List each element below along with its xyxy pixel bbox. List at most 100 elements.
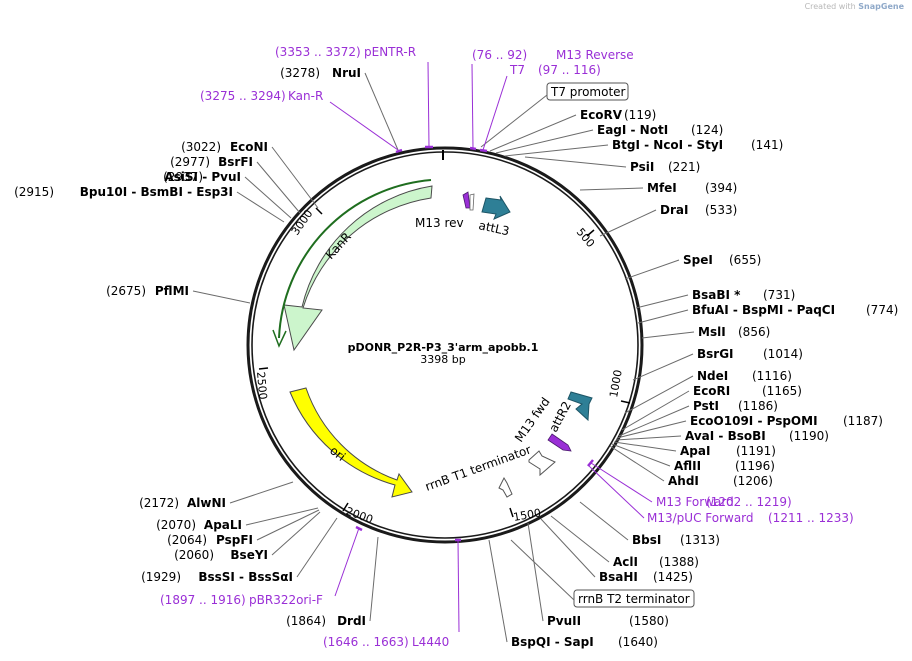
site-pos-aflii: (1196) bbox=[735, 459, 775, 473]
kanr-feature-arrow bbox=[283, 185, 433, 352]
site-pos-apai: (1191) bbox=[736, 444, 776, 458]
primer-leader-m13-puc-forward bbox=[588, 465, 645, 519]
primer-leader-kan-r bbox=[329, 101, 399, 151]
site-name-ecori: EcoRI bbox=[693, 384, 730, 398]
leader-ahdi bbox=[609, 445, 665, 482]
primer-leader-pentr-r bbox=[427, 61, 430, 148]
tick-mark-1000 bbox=[620, 400, 631, 404]
site-name-apali: ApaLI bbox=[204, 518, 242, 532]
site-name-bfuai-bspmi-paqci: BfuAI - BspMI - PaqCI bbox=[692, 303, 835, 317]
tick-mark-2500 bbox=[258, 367, 269, 370]
site-pos-ndei: (1116) bbox=[752, 369, 792, 383]
site-name-drai: DraI bbox=[660, 203, 688, 217]
primer-range-pentr-r: (3353 .. 3372) bbox=[275, 45, 361, 59]
rrnb-t2-terminator-label: rrnB T2 terminator bbox=[578, 592, 690, 606]
leader-bsabi bbox=[635, 294, 689, 309]
primer-mark-m13-reverse bbox=[469, 146, 477, 151]
site-name-alwni: AlwNI bbox=[187, 496, 226, 510]
site-pos-ahdi: (1206) bbox=[733, 474, 773, 488]
t7-promoter-box bbox=[546, 82, 629, 101]
site-name-aflii: AflII bbox=[674, 459, 701, 473]
site-name-msli: MslI bbox=[698, 325, 726, 339]
rrnb-t1-terminator-label: rrnB T1 terminator bbox=[423, 442, 533, 493]
primer-leader-m13-reverse bbox=[471, 63, 474, 149]
site-pos-alwni: (2172) bbox=[139, 496, 179, 510]
site-pos-acli: (1388) bbox=[659, 555, 699, 569]
site-labels: EcoRV(119)EagI - NotI(124)BtgI - NcoI - … bbox=[14, 45, 898, 649]
site-pos-bbsi: (1313) bbox=[680, 533, 720, 547]
leader-nrui bbox=[364, 72, 399, 151]
tick-mark-3000 bbox=[315, 207, 323, 215]
site-name-avai-bsobi: AvaI - BsoBI bbox=[685, 429, 766, 443]
leader-avai-bsobi bbox=[615, 435, 682, 441]
leader-eagi-noti bbox=[495, 129, 594, 154]
site-name-bsrfi: BsrFI bbox=[218, 155, 253, 169]
leader-spei bbox=[624, 259, 680, 280]
tick-mark-1500 bbox=[509, 507, 514, 518]
site-pos-drdi: (1864) bbox=[286, 614, 326, 628]
site-pos-ecori: (1165) bbox=[762, 384, 802, 398]
site-name-psii: PsiI bbox=[630, 160, 654, 174]
snapgene-credit: Created with SnapGene bbox=[805, 2, 904, 11]
kanr-orf-line bbox=[278, 179, 432, 339]
leader-drdi bbox=[369, 536, 379, 622]
rrnb-t2-terminator-leader bbox=[510, 539, 575, 601]
leader-ecorv bbox=[489, 114, 577, 152]
tick-mark-2000 bbox=[342, 502, 349, 512]
primer-name-l4440: L4440 bbox=[412, 635, 449, 649]
primer-mark-m13-forward bbox=[587, 459, 594, 467]
leader-pflmi bbox=[192, 290, 251, 304]
leader-bfuai-bspmi-paqci bbox=[637, 309, 689, 324]
leader-bsrfi bbox=[256, 161, 301, 214]
site-pos-pflmi: (2675) bbox=[106, 284, 146, 298]
site-pos-nrui: (3278) bbox=[280, 66, 320, 80]
site-name-ndei: NdeI bbox=[697, 369, 728, 383]
tick-label-1000: 1000 bbox=[607, 369, 625, 399]
credit-brand: SnapGene bbox=[858, 2, 904, 11]
attl3-feature-arrow bbox=[481, 195, 511, 220]
site-pos-bsabi: (731) bbox=[763, 288, 795, 302]
site-name-econi: EcoNI bbox=[230, 140, 268, 154]
leader-alwni bbox=[229, 481, 294, 504]
site-pos-asisi-pvui: (2937) bbox=[163, 170, 203, 184]
t7-promoter-leader bbox=[480, 94, 548, 148]
site-name-pspfi: PspFI bbox=[216, 533, 253, 547]
site-name-pflmi: PflMI bbox=[155, 284, 189, 298]
site-name-asisi-pvui: AsiSI - PvuI bbox=[164, 170, 241, 184]
leader-apali bbox=[245, 507, 319, 526]
primer-range-m13-reverse: (76 .. 92) bbox=[472, 48, 527, 62]
primer-range-m13-puc-forward: (1211 .. 1233) bbox=[768, 511, 854, 525]
primer-leader-t7 bbox=[482, 75, 508, 151]
leader-bsahi bbox=[540, 518, 596, 578]
site-pos-bsahi: (1425) bbox=[653, 570, 693, 584]
primer-leader-m13-forward bbox=[590, 462, 653, 503]
primer-range-m13-forward: (1202 .. 1219) bbox=[706, 495, 792, 509]
site-name-bspqi-sapi: BspQI - SapI bbox=[511, 635, 594, 649]
leader-psti bbox=[618, 405, 690, 437]
site-name-bpu10i-bsmbi-esp3i: Bpu10I - BsmBI - Esp3I bbox=[80, 185, 233, 199]
site-name-btgi-ncoi-styi: BtgI - NcoI - StyI bbox=[612, 138, 723, 152]
site-name-ecorv: EcoRV bbox=[580, 108, 623, 122]
leader-ndei bbox=[624, 375, 694, 414]
site-name-bsssi-bsss-i: BssSI - BssSαI bbox=[198, 570, 293, 584]
site-name-pvuii: PvuII bbox=[547, 614, 581, 628]
leader-pspfi bbox=[256, 509, 320, 541]
leader-bbsi bbox=[579, 501, 629, 541]
leader-bseyi bbox=[271, 511, 321, 556]
m13fwd-label: M13 fwd bbox=[512, 395, 553, 445]
primer-range-kan-r: (3275 .. 3294) bbox=[200, 89, 286, 103]
primer-name-m13-forward: M13 Forward bbox=[656, 495, 734, 509]
site-pos-bpu10i-bsmbi-esp3i: (2915) bbox=[14, 185, 54, 199]
leader-pvuii bbox=[527, 522, 544, 622]
leader-ecori bbox=[621, 390, 690, 431]
leader-apai bbox=[613, 441, 677, 452]
site-pos-spei: (655) bbox=[729, 253, 761, 267]
primer-marks bbox=[355, 145, 594, 542]
leader-bsssi-bsss-i bbox=[296, 517, 338, 578]
leader-bpu10i-bsmbi-esp3i bbox=[236, 191, 285, 223]
site-pos-apali: (2070) bbox=[156, 518, 196, 532]
plasmid-size: 3398 bp bbox=[420, 353, 465, 366]
t7-promoter-label: T7 promoter bbox=[550, 85, 626, 99]
rrnb-t2-terminator-box bbox=[573, 589, 695, 608]
leader-btgi-ncoi-styi bbox=[504, 144, 609, 157]
